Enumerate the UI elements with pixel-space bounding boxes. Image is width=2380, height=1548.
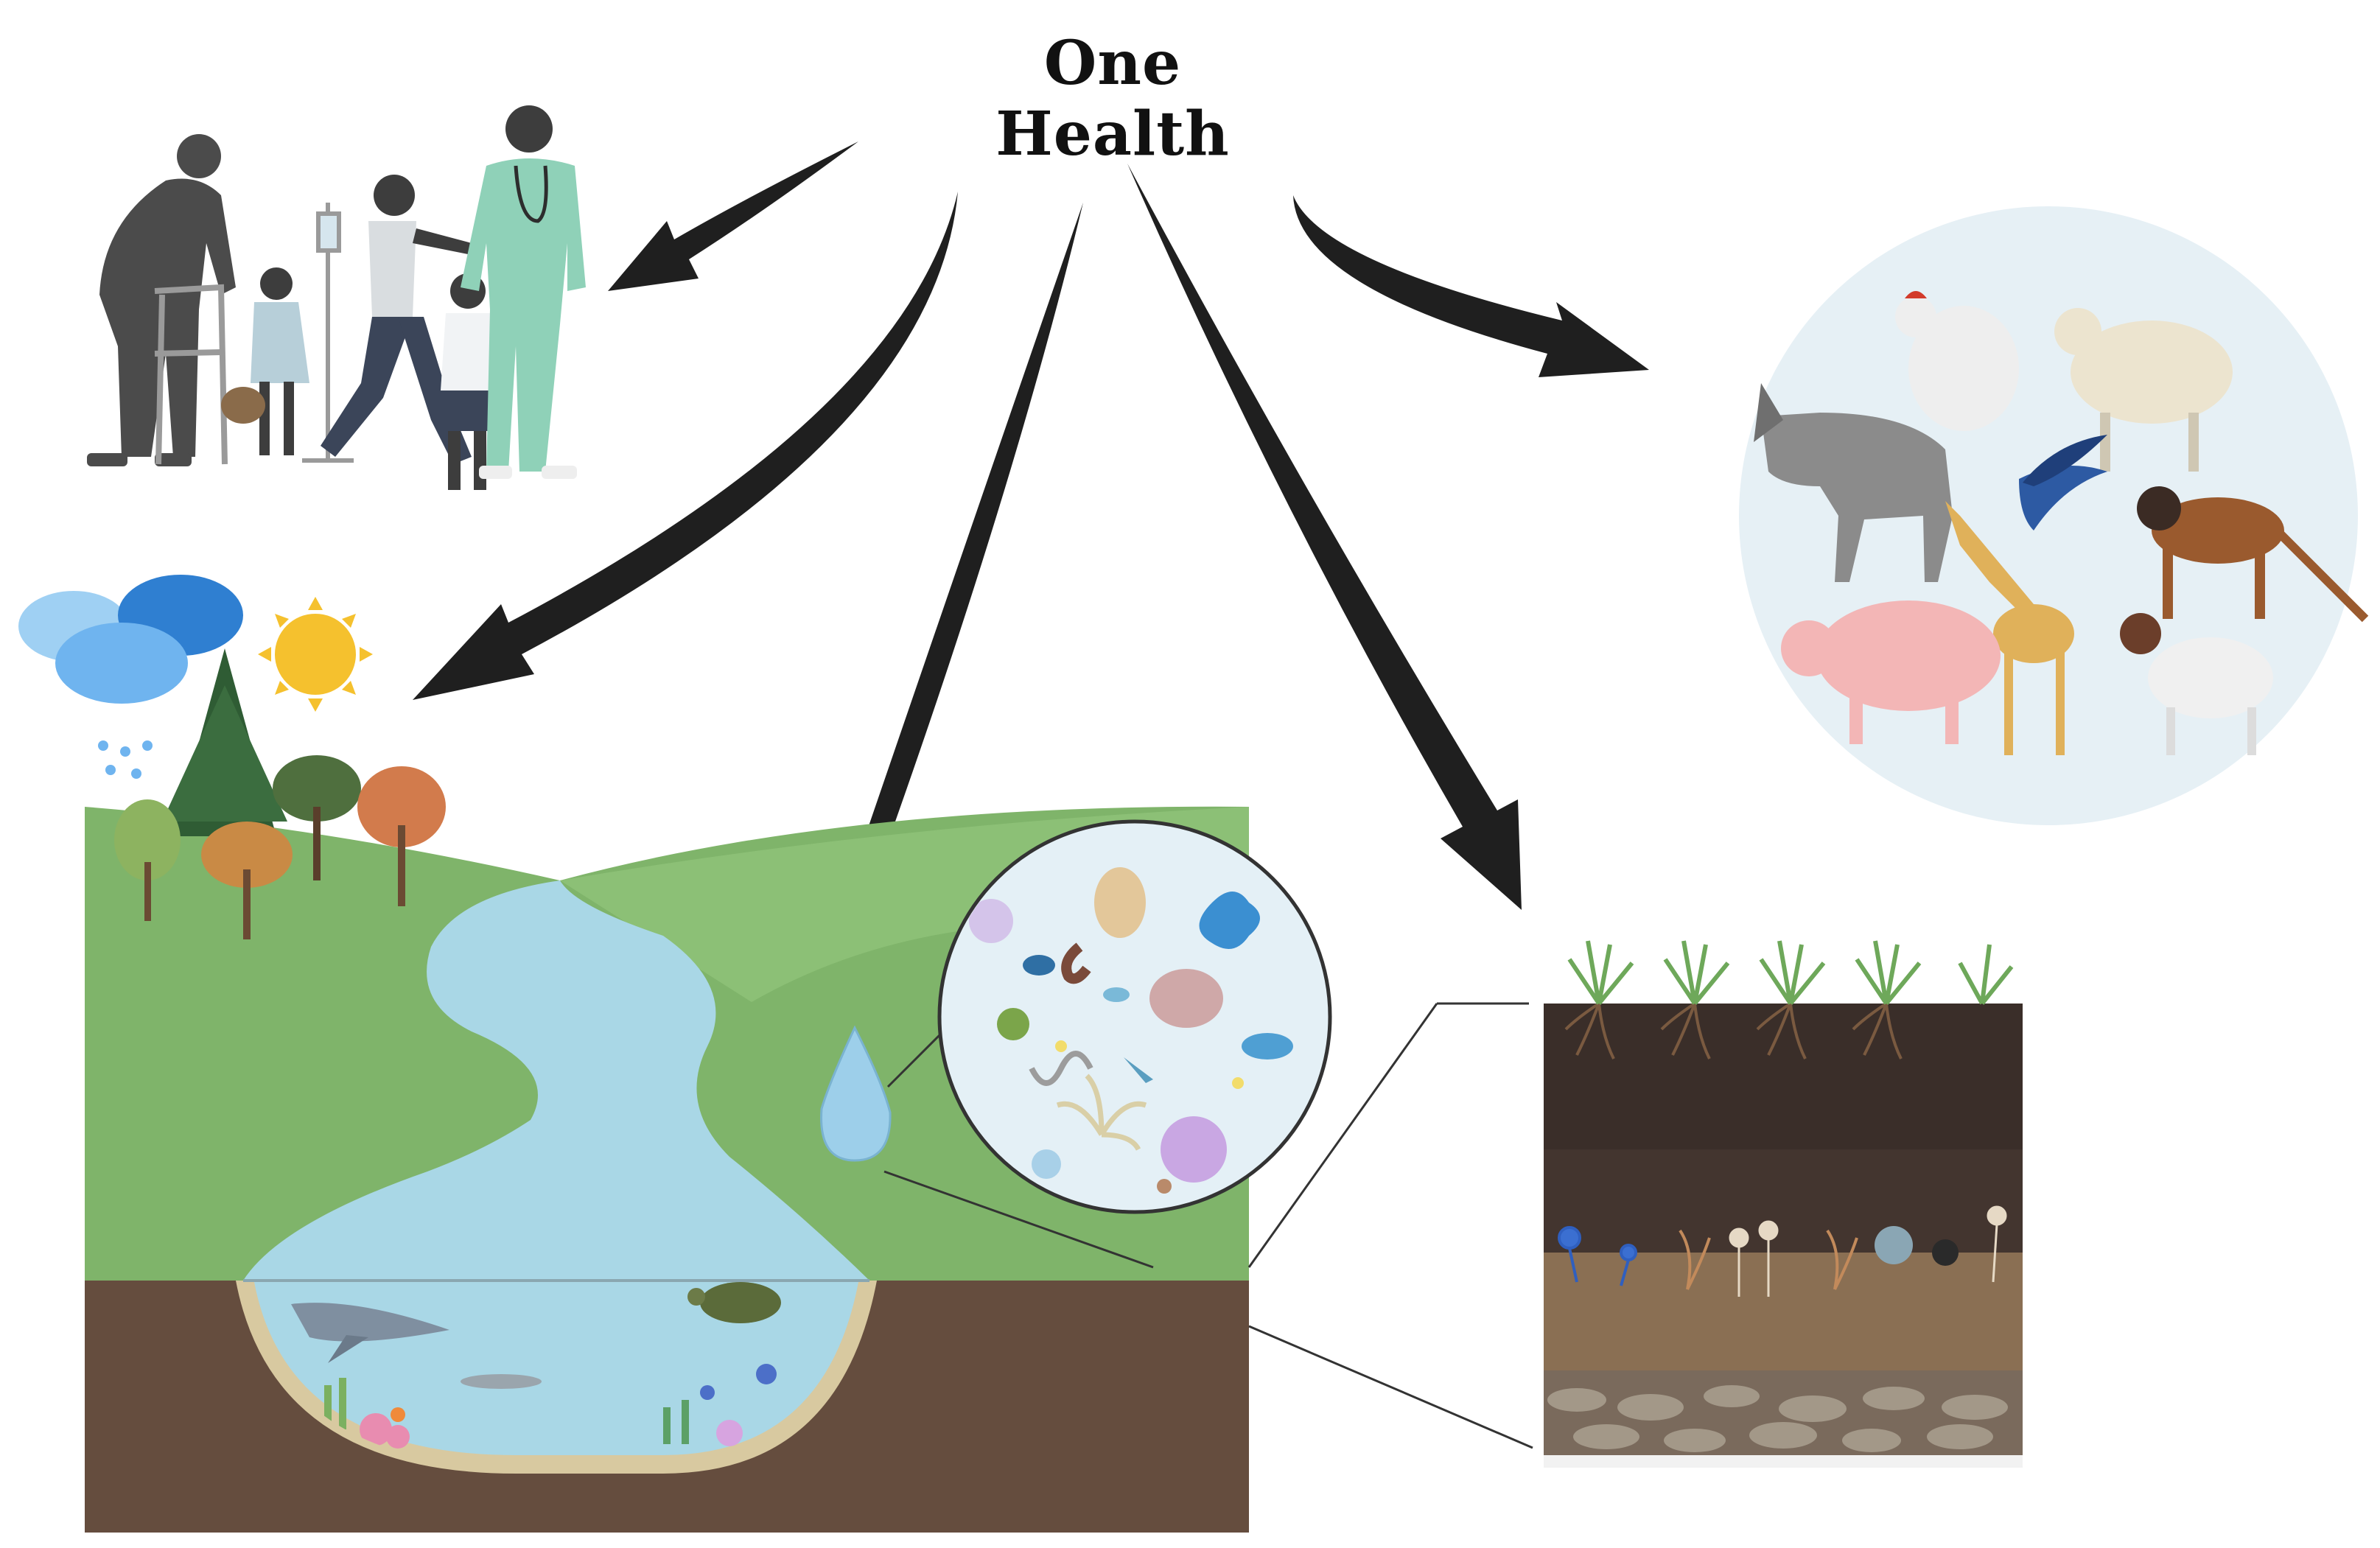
sun-icon xyxy=(258,597,373,712)
arrow-to-humans xyxy=(608,141,858,291)
arrow-to-animals xyxy=(1293,195,1649,377)
animals-circle-illustration xyxy=(1739,206,2365,825)
soil-profile-illustration xyxy=(1249,941,2023,1470)
people-group-illustration xyxy=(87,105,586,490)
arrow-to-soil xyxy=(1127,164,1522,910)
grass-tufts xyxy=(1569,941,2012,1004)
microorganisms-magnifier-illustration xyxy=(939,822,1330,1212)
